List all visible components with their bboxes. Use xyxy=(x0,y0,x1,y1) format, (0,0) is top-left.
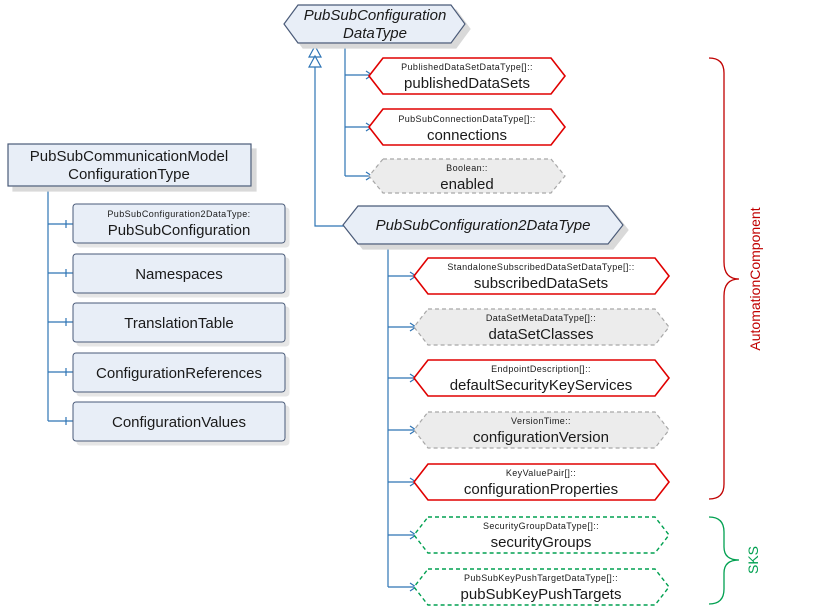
component-type-label: PubSubConfiguration2DataType: xyxy=(107,209,250,219)
field-type-label: DataSetMetaDataType[]:: xyxy=(486,313,596,323)
field-security-groups: SecurityGroupDataType[]:: securityGroups xyxy=(413,516,670,554)
field-enabled: Boolean:: enabled xyxy=(368,158,566,194)
field-pub-sub-key-push-targets: PubSubKeyPushTargetDataType[]:: pubSubKe… xyxy=(413,568,670,606)
field-type-label: VersionTime:: xyxy=(511,416,571,426)
bracket-label-sks: SKS xyxy=(745,546,761,574)
field-name: defaultSecurityKeyServices xyxy=(450,377,633,394)
field-type-label: EndpointDescription[]:: xyxy=(491,364,591,374)
field-name: pubSubKeyPushTargets xyxy=(461,586,622,603)
component-pubsub-configuration: PubSubConfiguration2DataType: PubSubConf… xyxy=(72,203,286,244)
field-configuration-version: VersionTime:: configurationVersion xyxy=(413,411,670,449)
sub-type-connectors xyxy=(388,271,418,592)
bracket-label-automation-component: AutomationComponent xyxy=(747,207,763,350)
sub-type-title-box: PubSubConfiguration2DataType xyxy=(342,205,624,245)
component-name: Namespaces xyxy=(135,266,223,283)
top-data-type: PubSubConfiguration DataType PublishedDa… xyxy=(283,4,567,227)
top-type-title-line1: PubSubConfiguration xyxy=(304,7,447,24)
field-name: dataSetClasses xyxy=(488,326,593,343)
object-type-name-line1: PubSubCommunicationModel xyxy=(30,148,228,165)
component-name: ConfigurationReferences xyxy=(96,365,262,382)
field-type-label: SecurityGroupDataType[]:: xyxy=(483,521,599,531)
sub-type-title: PubSubConfiguration2DataType xyxy=(376,217,591,234)
field-published-data-sets: PublishedDataSetDataType[]:: publishedDa… xyxy=(367,57,567,95)
field-type-label: StandaloneSubscribedDataSetDataType[]:: xyxy=(447,262,634,272)
object-type-name-line2: ConfigurationType xyxy=(68,166,190,183)
sks-bracket: SKS xyxy=(708,516,761,605)
field-type-label: KeyValuePair[]:: xyxy=(506,468,576,478)
left-tree: PubSubCommunicationModel ConfigurationTy… xyxy=(7,143,286,442)
component-namespaces: Namespaces xyxy=(72,253,286,294)
field-name: configurationVersion xyxy=(473,429,609,446)
field-name: configurationProperties xyxy=(464,481,618,498)
field-type-label: Boolean:: xyxy=(446,163,488,173)
top-type-title-line2: DataType xyxy=(343,25,407,42)
field-name: enabled xyxy=(440,176,493,193)
field-type-label: PubSubConnectionDataType[]:: xyxy=(398,114,535,124)
inheritance-line xyxy=(314,46,344,227)
component-configuration-references: ConfigurationReferences xyxy=(72,352,286,393)
component-name: PubSubConfiguration xyxy=(108,222,251,239)
inheritance-arrow-icon xyxy=(307,54,323,68)
top-type-title-box: PubSubConfiguration DataType xyxy=(283,4,466,44)
field-connections: PubSubConnectionDataType[]:: connections xyxy=(367,108,567,146)
sub-data-type: PubSubConfiguration2DataType StandaloneS… xyxy=(342,205,671,606)
component-name: ConfigurationValues xyxy=(112,414,246,431)
field-subscribed-data-sets: StandaloneSubscribedDataSetDataType[]:: … xyxy=(412,257,671,295)
object-type-box: PubSubCommunicationModel ConfigurationTy… xyxy=(7,143,252,187)
left-tree-connectors xyxy=(48,220,73,425)
field-configuration-properties: KeyValuePair[]:: configurationProperties xyxy=(412,463,671,501)
field-default-security-key-services: EndpointDescription[]:: defaultSecurityK… xyxy=(412,359,671,397)
component-name: TranslationTable xyxy=(124,315,234,332)
field-name: publishedDataSets xyxy=(404,75,530,92)
field-name: connections xyxy=(427,127,507,144)
field-name: subscribedDataSets xyxy=(474,275,608,292)
field-type-label: PubSubKeyPushTargetDataType[]:: xyxy=(464,573,618,583)
top-type-connectors xyxy=(345,70,374,181)
component-configuration-values: ConfigurationValues xyxy=(72,401,286,442)
field-type-label: PublishedDataSetDataType[]:: xyxy=(401,62,533,72)
field-name: securityGroups xyxy=(491,534,592,551)
automation-component-bracket: AutomationComponent xyxy=(708,57,763,500)
field-data-set-classes: DataSetMetaDataType[]:: dataSetClasses xyxy=(413,308,670,346)
component-translation-table: TranslationTable xyxy=(72,302,286,343)
